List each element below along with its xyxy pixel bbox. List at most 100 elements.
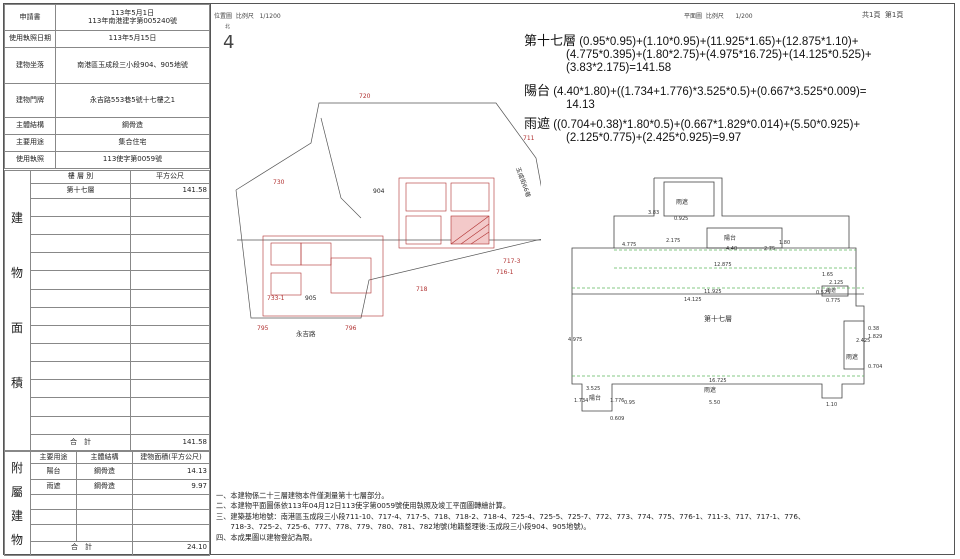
table-row: 合 計 24.10 xyxy=(5,540,210,557)
vertical-char: 附 xyxy=(10,461,23,475)
formula-line: 14.13 xyxy=(566,99,595,112)
annex-total-label: 合 計 xyxy=(30,540,133,557)
info-key: 建物坐落 xyxy=(4,47,56,84)
canopy-label: 雨遮 xyxy=(846,353,858,361)
info-key: 使用執照日期 xyxy=(4,30,56,48)
formula-line: (4.775*0.395)+(1.80*2.75)+(4.975*16.725)… xyxy=(566,49,872,62)
dimension: 4.775 xyxy=(622,242,636,248)
info-key: 使用執照 xyxy=(4,151,56,169)
info-panel: 申請書 113年5月1日 113年南港建字第005240號 使用執照日期 113… xyxy=(4,4,211,557)
lot-number: 905 xyxy=(305,295,317,302)
balcony-label: 陽台 xyxy=(724,234,736,242)
dimension: 1.829 xyxy=(868,334,882,340)
dimension: 2.175 xyxy=(666,238,680,244)
table-row: 第十七層 141.58 xyxy=(5,182,210,199)
north-arrow-icon: 4 xyxy=(223,32,234,53)
info-value: 鋼骨造 xyxy=(55,117,210,135)
note-line: 一、本建物係二十三層建物本件僅測量第十七層部分。 xyxy=(216,491,389,500)
road-label: 玉成街66巷 xyxy=(514,166,532,198)
dimension: 2.75 xyxy=(764,246,775,252)
formula-line: (3.83*2.175)=141.58 xyxy=(566,62,672,75)
dimension: 0.704 xyxy=(868,364,882,370)
dimension: 0.775 xyxy=(826,298,840,304)
info-row: 申請書 113年5月1日 113年南港建字第005240號 xyxy=(4,4,210,31)
location-scale: 1/1200 xyxy=(259,13,281,20)
annex-struct: 鋼骨造 xyxy=(76,478,133,495)
info-key: 建物門牌 xyxy=(4,83,56,118)
dimension: 4.40 xyxy=(726,246,737,252)
dimension-labels: 4.775 2.175 4.40 2.75 1.80 12.875 11.925… xyxy=(568,210,882,422)
vertical-char: 建 xyxy=(10,509,23,523)
info-value: 113年5月15日 xyxy=(55,30,210,48)
dimension: 1.734 xyxy=(574,398,588,404)
plan-scale: 1/200 xyxy=(735,13,753,20)
note-line: 二、本建物平面圖係依113年04月12日113使字第0059號使用執照及竣工平面… xyxy=(216,501,511,511)
canopy-label: 雨遮 xyxy=(826,287,836,294)
info-row: 主要用途 集合住宅 xyxy=(4,134,210,152)
annex-side-cell xyxy=(4,451,31,556)
north-label: 北 xyxy=(225,23,230,30)
floor-plan: 第十七層 陽台 陽台 雨遮 雨遮 雨遮 雨遮 4.775 2.175 4.40 … xyxy=(568,177,882,422)
info-row: 主體結構 鋼骨造 xyxy=(4,117,210,135)
floor-area-table: 樓 層 別 平方公尺 第十七層 141.58 合 計 141.58 xyxy=(4,170,210,452)
info-key: 主體結構 xyxy=(4,117,56,135)
floor-area: 141.58 xyxy=(130,182,210,199)
annex-struct: 鋼骨造 xyxy=(76,463,133,480)
floor-total: 141.58 xyxy=(130,433,210,452)
lot-number: 711 xyxy=(523,135,535,142)
table-row: 陽台 鋼骨造 14.13 xyxy=(5,463,210,480)
info-value: 永吉路553巷5號十七樓之1 xyxy=(55,83,210,118)
vertical-char: 物 xyxy=(10,266,23,280)
road-label: 永吉路 xyxy=(296,329,316,338)
annex-area: 9.97 xyxy=(132,478,210,495)
vertical-char: 建 xyxy=(10,211,23,225)
grid-lines xyxy=(572,249,864,377)
vertical-char: 物 xyxy=(10,533,23,547)
lot-number: 717-3 xyxy=(503,258,521,265)
dimension: 1.80 xyxy=(779,240,790,246)
dimension: 0.609 xyxy=(610,416,624,422)
parcel-boundaries xyxy=(235,102,541,319)
dimension: 0.38 xyxy=(868,326,879,332)
area-formula: 第十七層 (0.95*0.95)+(1.10*0.95)+(11.925*1.6… xyxy=(524,33,872,76)
table-row: 雨遮 鋼骨造 9.97 xyxy=(5,478,210,495)
dimension: 5.50 xyxy=(709,400,720,406)
annex-struct-header: 主體結構 xyxy=(76,450,133,465)
lot-labels: 720 730 711 711-2 717-3 716-1 718 733-1 … xyxy=(257,93,535,332)
plan-label: 平面圖 xyxy=(684,13,703,20)
current-page: 第1頁 xyxy=(884,11,904,19)
location-map-label: 位置圖 xyxy=(214,13,233,20)
formula-label: 陽台 xyxy=(524,83,551,98)
info-value: 南港區玉成段三小段904、905地號 xyxy=(55,47,210,84)
annex-table: 主要用途 主體結構 建物面積(平方公尺) 陽台 鋼骨造 14.13 雨遮 鋼骨造… xyxy=(4,450,210,557)
canopy-label: 雨遮 xyxy=(704,386,716,394)
lot-number: 733-1 xyxy=(267,295,285,302)
dimension: 0.95 xyxy=(624,400,635,406)
lot-number: 720 xyxy=(359,93,371,100)
vertical-char: 積 xyxy=(10,376,23,390)
info-value: 集合住宅 xyxy=(55,134,210,152)
info-row: 建物門牌 永吉路553巷5號十七樓之1 xyxy=(4,83,210,118)
scale-label: 比例尺 xyxy=(235,13,254,20)
vertical-char: 屬 xyxy=(10,485,23,499)
floor-main-label: 第十七層 xyxy=(704,314,732,323)
site-location-map: 北 4 720 730 711 711-2 717-3 716-1 7 xyxy=(223,23,541,338)
floor-col-header: 樓 層 別 xyxy=(30,170,131,184)
dimension: 1.10 xyxy=(826,402,837,408)
dimension: 4.975 xyxy=(568,337,582,343)
lot-number: 718 xyxy=(416,286,428,293)
lot-number: 716-1 xyxy=(496,269,514,276)
annex-use: 陽台 xyxy=(30,463,77,480)
page-indicator: 共1頁 第1頁 xyxy=(862,10,903,20)
lot-number: 796 xyxy=(345,325,357,332)
dimension: 1.65 xyxy=(822,272,833,278)
note-line: 三、建築基地地號：南港區玉成段三小段711-10、717-4、717-5、718… xyxy=(216,511,806,521)
formula-line: (4.40*1.80)+((1.734+1.776)*3.525*0.5)+(0… xyxy=(553,86,867,98)
building-footprints xyxy=(262,177,495,317)
dimension: 2.125 xyxy=(829,280,843,286)
floor-area-vertical-label: 建 物 面 積 xyxy=(4,209,30,429)
dimension: 16.725 xyxy=(709,378,727,384)
annex-total: 24.10 xyxy=(132,540,210,557)
info-key: 申請書 xyxy=(4,4,56,31)
floor-total-label: 合 計 xyxy=(30,433,131,452)
